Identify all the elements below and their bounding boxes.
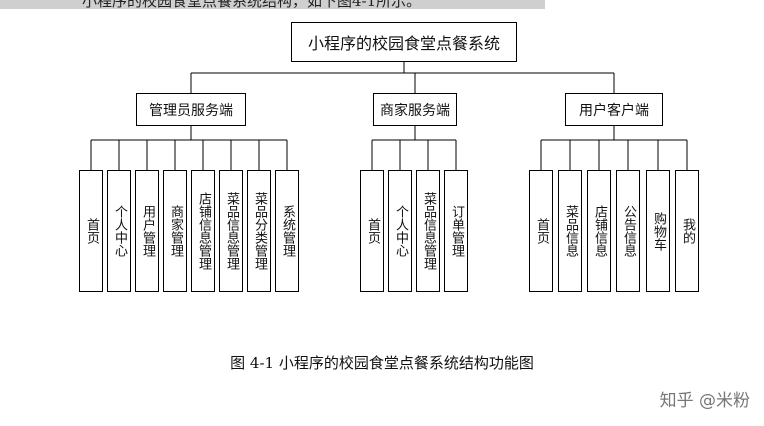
leaf-admin-merchant-mgmt: 商家管理 — [163, 170, 187, 292]
leaf-admin-shop-info-mgmt: 店铺信息管理 — [191, 170, 215, 292]
leaf-admin-system-mgmt: 系统管理 — [275, 170, 299, 292]
root-node: 小程序的校园食堂点餐系统 — [291, 22, 517, 62]
leaf-user-shop-info: 店铺信息 — [587, 170, 611, 292]
leaf-merchant-dish-info-mgmt: 菜品信息管理 — [416, 170, 440, 292]
leaf-user-shopping-cart: 购物车 — [646, 170, 670, 292]
leaf-admin-home: 首页 — [79, 170, 103, 292]
figure-caption: 图 4-1 小程序的校园食堂点餐系统结构功能图 — [230, 354, 534, 372]
leaf-user-notice-info: 公告信息 — [616, 170, 640, 292]
leaf-admin-personal-center: 个人中心 — [107, 170, 131, 292]
leaf-merchant-order-mgmt: 订单管理 — [444, 170, 468, 292]
group-node-merchant: 商家服务端 — [373, 93, 457, 126]
top-text: 小程序的校园食堂点餐系统结构，如下图4-1所示。 — [82, 0, 422, 9]
leaf-merchant-home: 首页 — [360, 170, 384, 292]
leaf-user-dish-info: 菜品信息 — [558, 170, 582, 292]
leaf-admin-dish-info-mgmt: 菜品信息管理 — [219, 170, 243, 292]
watermark: 知乎 @米粉 — [659, 391, 750, 411]
leaf-user-home: 首页 — [529, 170, 553, 292]
leaf-admin-dish-category-mgmt: 菜品分类管理 — [247, 170, 271, 292]
leaf-merchant-personal-center: 个人中心 — [388, 170, 412, 292]
top-text-strip: 小程序的校园食堂点餐系统结构，如下图4-1所示。 — [0, 0, 545, 9]
group-node-user: 用户客户端 — [565, 93, 663, 126]
leaf-user-mine: 我的 — [675, 170, 699, 292]
group-node-admin: 管理员服务端 — [136, 93, 246, 126]
leaf-admin-user-mgmt: 用户管理 — [135, 170, 159, 292]
